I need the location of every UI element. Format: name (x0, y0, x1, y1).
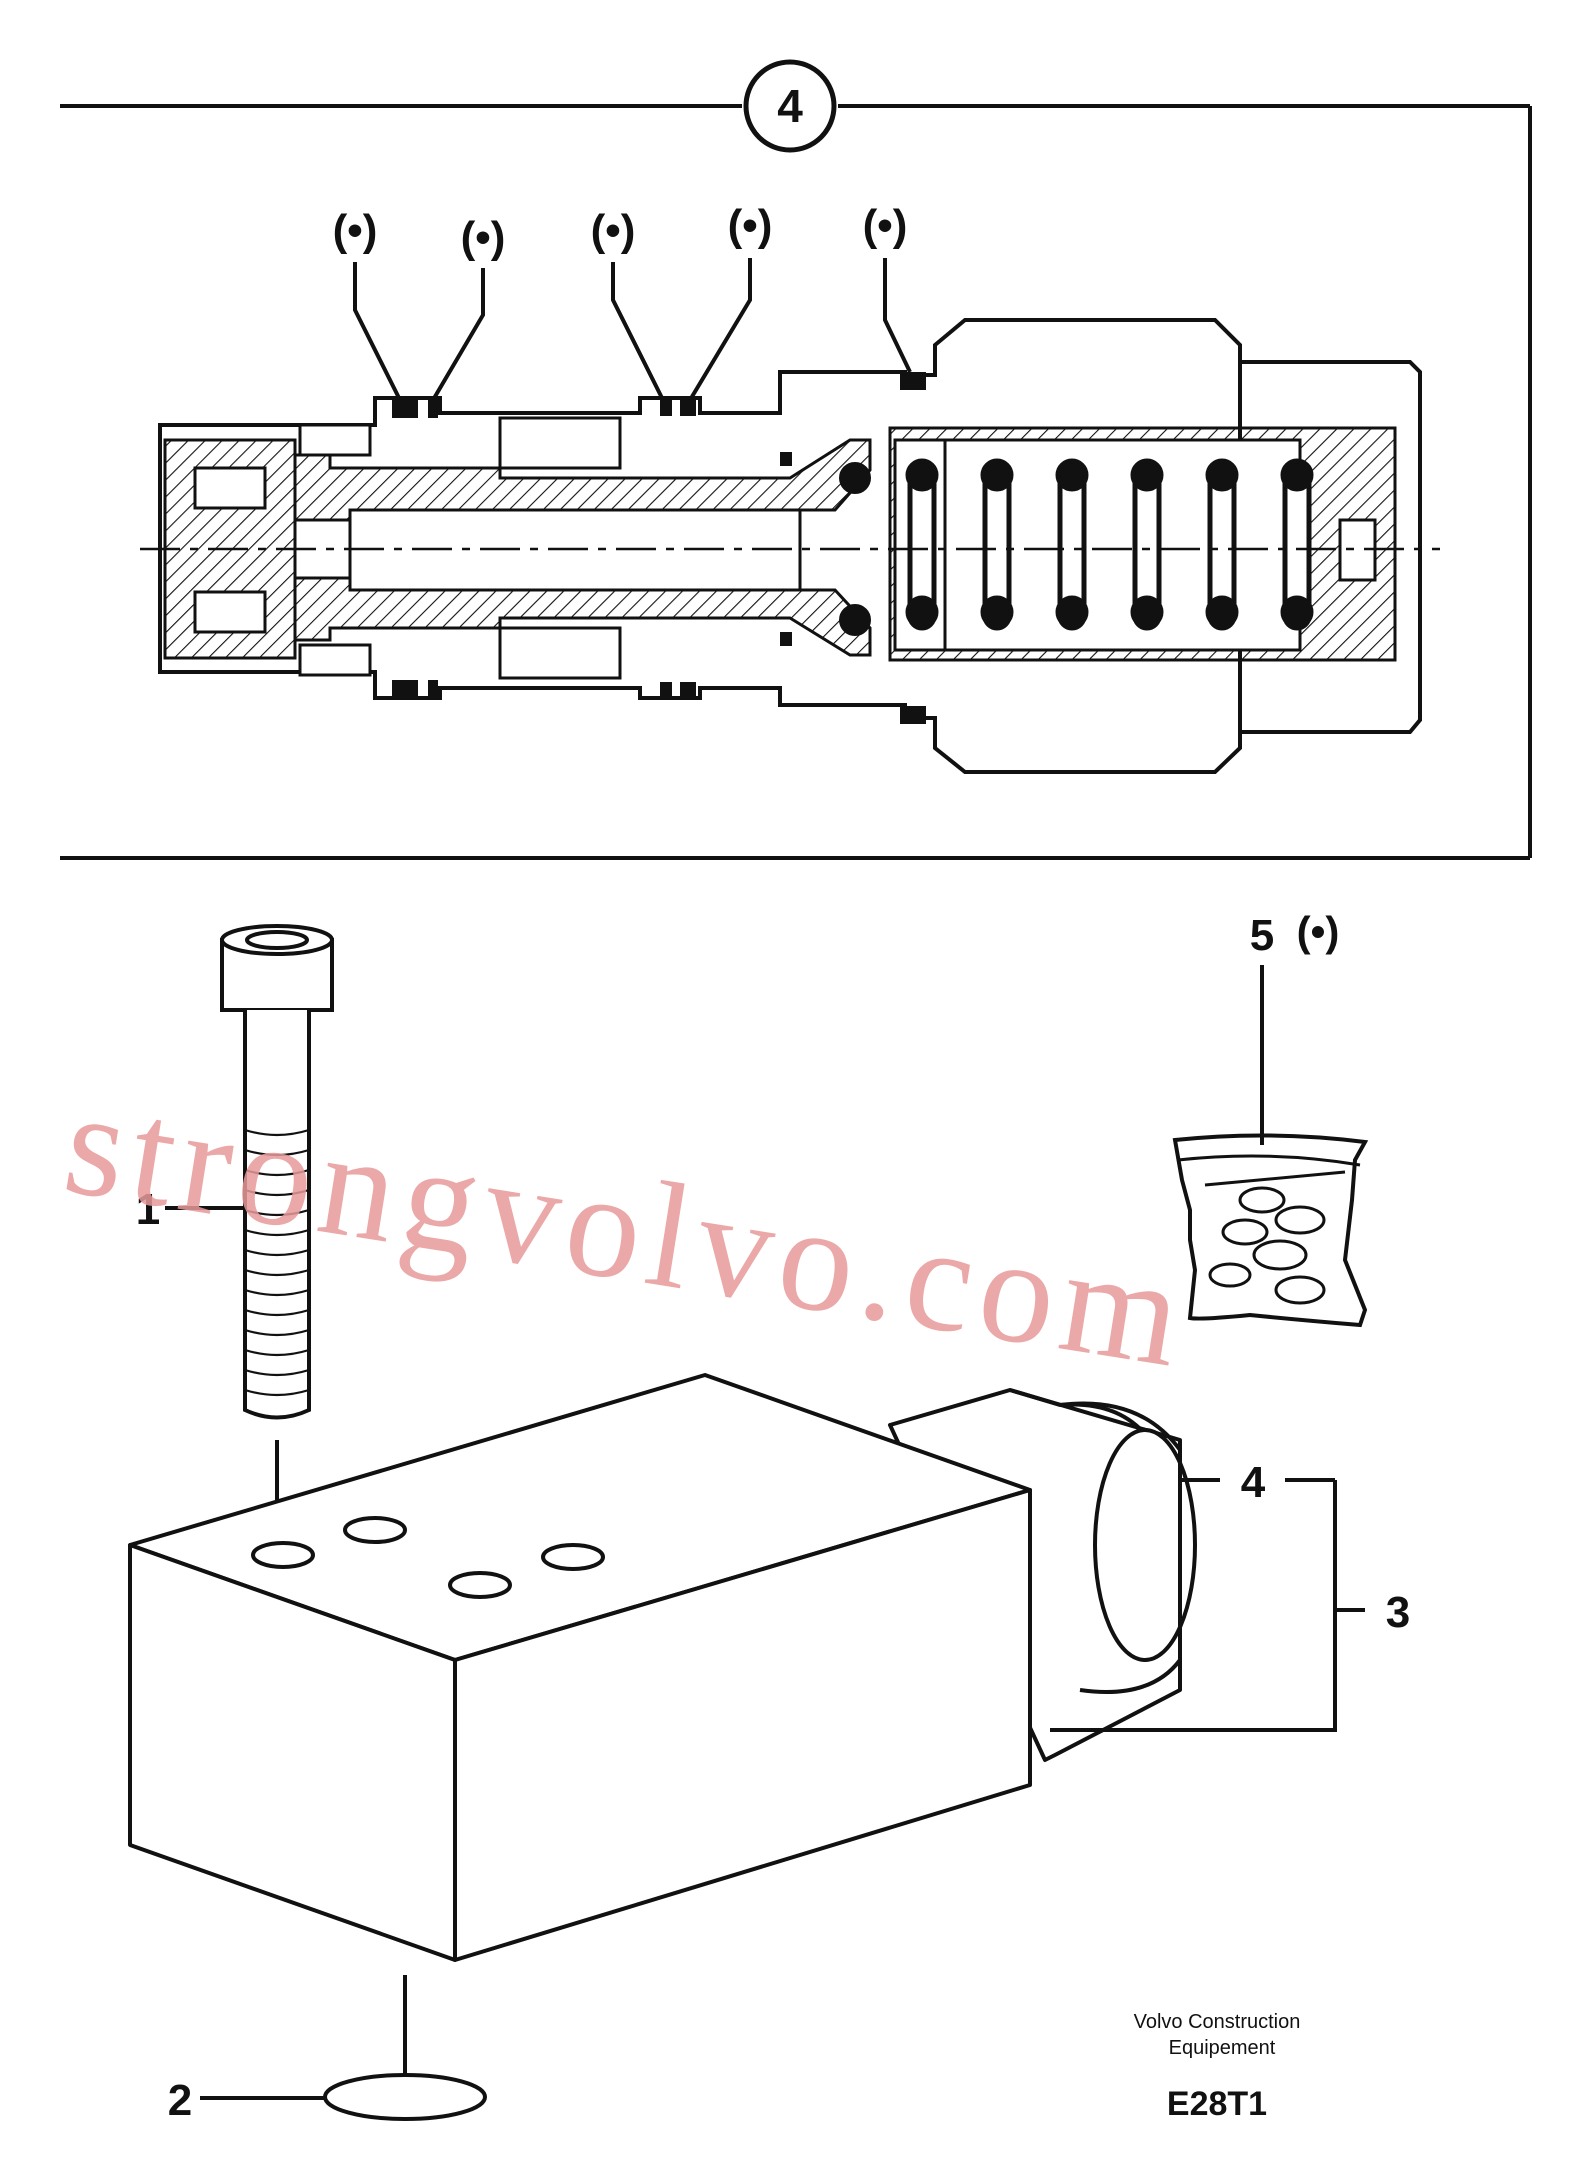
callout-4: 4 (1180, 1458, 1335, 1507)
maker-name-line2: Equipement (1169, 2037, 1276, 2059)
callout-5-label: 5 (1250, 911, 1274, 960)
marker-label: (•) (728, 201, 773, 250)
o-ring (323, 2073, 487, 2121)
callout-1: 1 (136, 1185, 245, 1234)
marker-label: (•) (591, 206, 636, 255)
seal-kit-bag (1172, 1133, 1369, 1328)
detail-view-frame (60, 104, 1532, 860)
callout-3-bracket (1050, 1480, 1365, 1732)
view-number-circle: 4 (743, 59, 837, 153)
maker-name: Volvo Construction (1134, 2011, 1301, 2033)
watermark: strongvolvo.com (55, 1059, 1199, 1400)
detail-marker-5: (•) (863, 201, 912, 373)
callout-2: 2 (168, 2076, 325, 2125)
drawing-code: E28T1 (1167, 2085, 1267, 2123)
callout-5: 5 (•) (1250, 908, 1340, 1145)
detail-marker-2: (•) (431, 213, 506, 402)
callout-2-label: 2 (168, 2076, 192, 2125)
callout-3-label: 3 (1386, 1588, 1410, 1637)
marker-label: (•) (863, 201, 908, 250)
callout-5-marker: (•) (1297, 908, 1340, 955)
socket-head-bolt (220, 924, 334, 1420)
detail-marker-4: (•) (688, 201, 773, 402)
seal-rings (392, 372, 926, 724)
callout-1-label: 1 (136, 1185, 160, 1234)
marker-label: (•) (333, 206, 378, 255)
view-number: 4 (777, 80, 803, 132)
detail-marker-1: (•) (333, 206, 402, 401)
valve-block (128, 1373, 1197, 1962)
callout-4-label: 4 (1241, 1458, 1266, 1507)
detail-marker-3: (•) (591, 206, 665, 401)
cartridge-cross-section (140, 318, 1440, 774)
watermark-text: strongvolvo.com (55, 1059, 1199, 1400)
marker-label: (•) (461, 213, 506, 262)
footer: Volvo Construction Equipement E28T1 (1134, 2011, 1301, 2123)
